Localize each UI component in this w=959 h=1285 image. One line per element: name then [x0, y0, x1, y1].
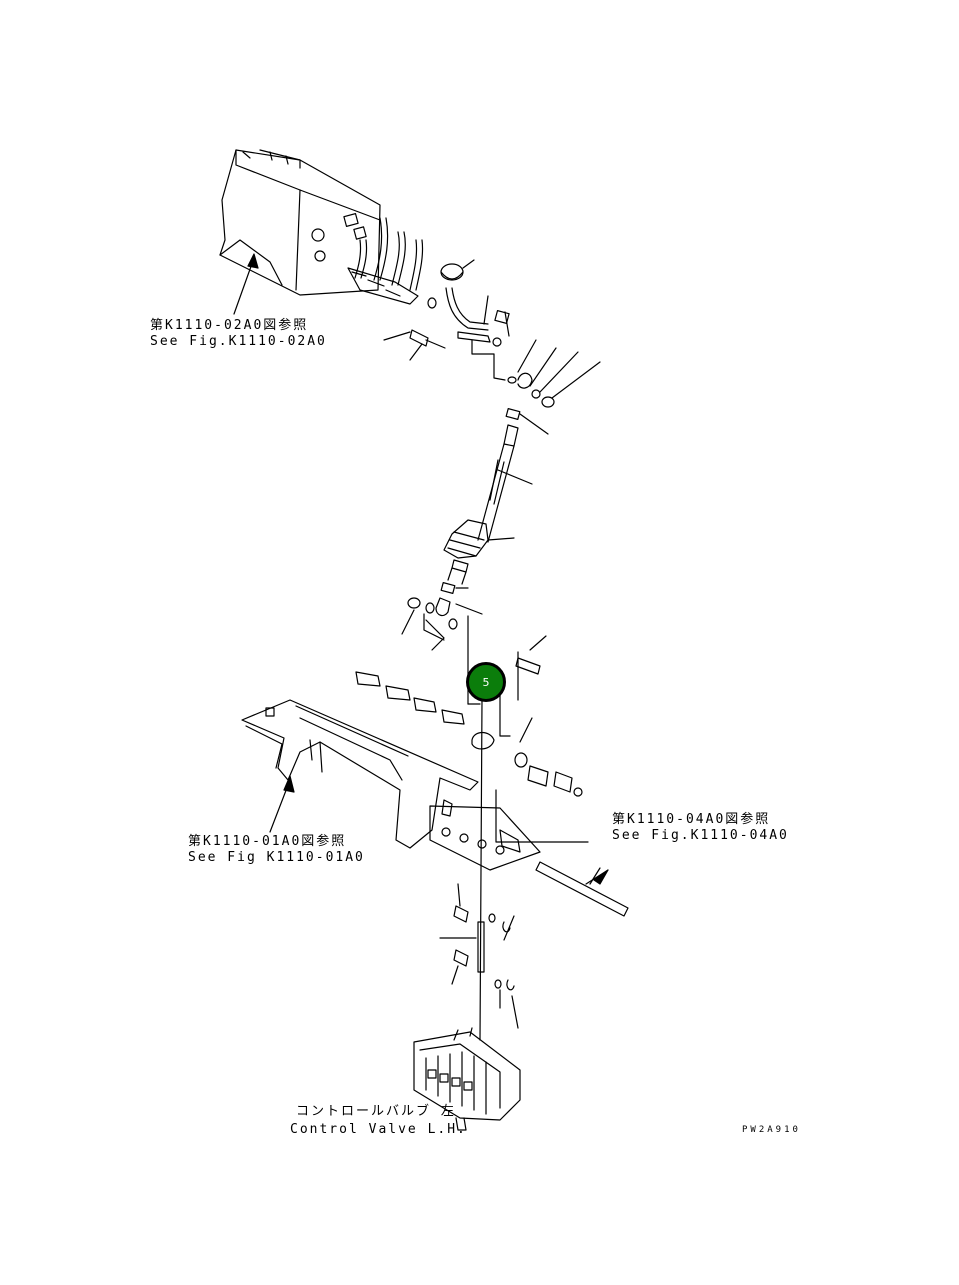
- callout-en-k1110-04a0: See Fig.K1110-04A0: [612, 828, 789, 843]
- console-housing: [219, 149, 381, 296]
- control-valve-label-en: Control Valve L.H.: [290, 1122, 467, 1137]
- lever-knob: [440, 259, 475, 281]
- lower-linkage: [439, 883, 519, 1029]
- rod-end-upper: [507, 339, 601, 408]
- callout-jp-k1110-04a0: 第K1110-04A0図参照: [612, 812, 771, 827]
- bent-rod: [445, 287, 510, 347]
- bolt: [383, 329, 446, 361]
- control-valve-label-jp: コントロールバルブ 左: [296, 1104, 456, 1119]
- bushings: [514, 752, 583, 797]
- callout-jp-k1110-01a0: 第K1110-01A0図参照: [188, 834, 347, 849]
- lever-rod: [477, 407, 549, 543]
- bolt-right: [515, 635, 547, 701]
- callout-jp-k1110-02a0: 第K1110-02A0図参照: [150, 318, 309, 333]
- right-shaft: [495, 789, 629, 917]
- base-frame: [241, 699, 541, 871]
- pilot-hoses: [347, 217, 424, 305]
- callout-arrows: [233, 253, 609, 885]
- callout-en-k1110-02a0: See Fig.K1110-02A0: [150, 334, 327, 349]
- part-number-text: 5: [482, 675, 490, 689]
- drawing-code: PW2A910: [742, 1125, 801, 1135]
- part-number-badge[interactable]: 5: [466, 662, 506, 702]
- control-valve-block: [413, 1027, 521, 1131]
- plugs: [355, 671, 465, 725]
- callout-en-k1110-01a0: See Fig K1110-01A0: [188, 850, 365, 865]
- lower-joint: [401, 581, 483, 651]
- rubber-boot: [443, 519, 515, 585]
